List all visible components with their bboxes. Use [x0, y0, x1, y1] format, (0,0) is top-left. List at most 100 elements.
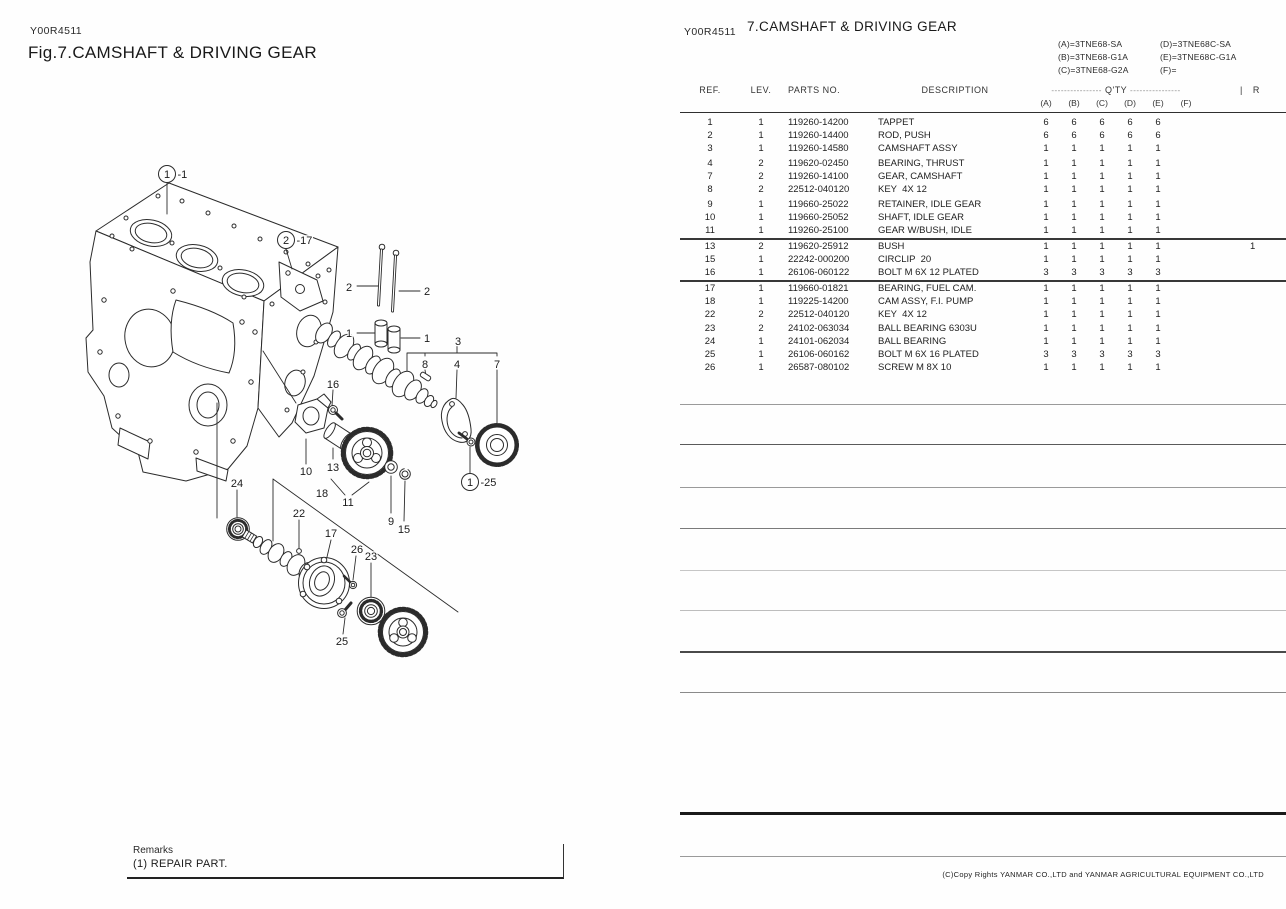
svg-text:16: 16 [327, 379, 339, 391]
exploded-parts-diagram: 1-12-171-2522113847161013119152418221726… [85, 165, 519, 658]
ruled-line [680, 404, 1286, 405]
ruled-line [680, 570, 1286, 571]
part-callout: 24 [230, 477, 245, 492]
part-callout: 2 [345, 281, 354, 296]
part-callout: 7 [493, 358, 502, 373]
remarks-heading: Remarks [133, 845, 174, 856]
group-rule [680, 238, 1286, 240]
part-callout: 23 [364, 550, 379, 565]
part-callout: 22 [292, 507, 307, 522]
svg-text:11: 11 [342, 497, 353, 509]
svg-text:1: 1 [164, 169, 170, 181]
figure-title: Fig.7.CAMSHAFT & DRIVING GEAR [28, 43, 317, 62]
header-rule [680, 111, 1286, 113]
key-22-drawing [296, 548, 302, 554]
ruled-line [680, 610, 1286, 611]
part-callout: 2 [423, 285, 432, 300]
part-callout: 10 [299, 465, 314, 480]
svg-text:-17: -17 [297, 235, 313, 247]
svg-text:1: 1 [424, 333, 430, 345]
tappets-drawing [374, 319, 401, 354]
thrust-plate-drawing [440, 397, 476, 447]
svg-text:8: 8 [422, 359, 428, 371]
svg-text:-25: -25 [481, 477, 497, 489]
group-rule [680, 280, 1286, 282]
model-legend-col-2: (D)=3TNE68C-SA(E)=3TNE68C-G1A(F)= [1160, 38, 1236, 77]
qty-subheader: (A)(B)(C)(D)(E)(F) [1032, 97, 1286, 110]
part-callout: 2 -17 [277, 231, 314, 249]
key-8-drawing [419, 371, 432, 382]
part-callout: 13 [326, 461, 341, 476]
footer-rule-thick [680, 812, 1286, 815]
table-header: REF. LEV. PARTS NO. DESCRIPTION --------… [680, 84, 1286, 97]
model-legend-entry: (A)=3TNE68-SA [1058, 39, 1123, 49]
header-remarks: |R [1240, 85, 1260, 95]
leader-lines [166, 182, 498, 635]
copyright-text: (C)Copy Rights YANMAR CO.,LTD and YANMAR… [942, 870, 1264, 879]
svg-text:3: 3 [455, 336, 461, 348]
svg-text:2: 2 [346, 282, 352, 294]
svg-text:26: 26 [351, 544, 363, 556]
footer-rule-thin [680, 856, 1286, 857]
ruled-line [680, 444, 1286, 445]
model-legend-entry: (C)=3TNE68-G2A [1058, 65, 1129, 75]
qty-column-label: (F) [1180, 98, 1192, 108]
svg-text:1: 1 [346, 328, 352, 340]
engine-block-drawing [85, 182, 339, 482]
part-callout: 25 [335, 635, 350, 650]
part-callout: 15 [397, 523, 412, 538]
ruled-line [680, 692, 1286, 693]
idle-gear-retainer-drawing [294, 393, 344, 434]
washer-circlip-drawing [384, 460, 411, 480]
remarks-box: Remarks (1) REPAIR PART. [127, 844, 564, 879]
part-callout: 1 [423, 332, 432, 347]
part-callout: 3 [454, 335, 463, 350]
model-legend-col-1: (A)=3TNE68-SA(B)=3TNE68-G1A(C)=3TNE68-G2… [1058, 38, 1129, 77]
svg-text:22: 22 [293, 508, 305, 520]
ruled-line [680, 528, 1286, 529]
ruled-line [680, 651, 1286, 653]
part-callout: 17 [324, 527, 339, 542]
svg-text:2: 2 [283, 235, 289, 247]
qty-column-label: (A) [1040, 98, 1052, 108]
camshaft-gear-drawing [475, 423, 519, 467]
part-callout: 18 [315, 487, 330, 502]
part-callout: 16 [326, 378, 341, 393]
part-callout: 26 [350, 543, 365, 558]
svg-text:13: 13 [327, 462, 339, 474]
header-lev: LEV. [750, 85, 772, 95]
part-callout: 11 [341, 496, 355, 511]
header-qty: ---------------- Q'TY ---------------- [1051, 85, 1181, 95]
bearing-cover-drawing [298, 556, 358, 618]
page-title: 7.CAMSHAFT & DRIVING GEAR [747, 19, 958, 34]
left-page-code: Y00R4511 [30, 25, 83, 37]
svg-text:9: 9 [388, 516, 394, 528]
part-callout: 1-1 [158, 165, 189, 183]
qty-column-label: (C) [1096, 98, 1108, 108]
qty-column-label: (D) [1124, 98, 1136, 108]
svg-text:24: 24 [231, 478, 243, 490]
svg-text:2: 2 [424, 286, 430, 298]
